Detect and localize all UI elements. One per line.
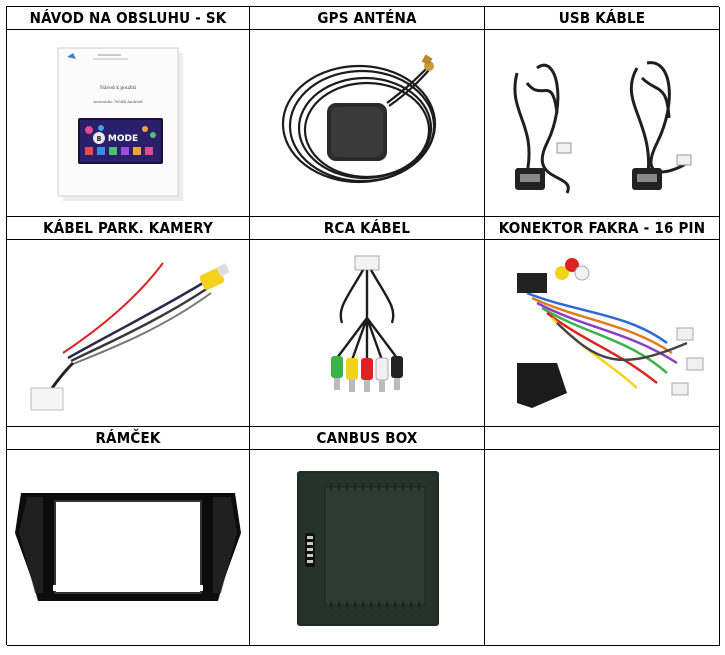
usb-cables-image [513, 61, 692, 194]
header-camera-cable: KÁBEL PARK. KAMERY [7, 217, 250, 240]
empty-cell [485, 450, 720, 646]
manual-subtitle-text: Autorádio 7658B Android [92, 99, 143, 104]
camera-cable-image-cell [7, 240, 250, 427]
header-frame: RÁMČEK [7, 427, 250, 450]
gps-antenna-image-cell [250, 30, 485, 217]
rca-cable-image [331, 255, 403, 392]
header-usb-cables: USB KÁBLE [485, 7, 720, 30]
rca-cable-image-cell [250, 240, 485, 427]
gps-antenna-image [281, 54, 437, 184]
header-manual: NÁVOD NA OBSLUHU - SK [7, 7, 250, 30]
accessories-table: NÁVOD NA OBSLUHU - SK GPS ANTÉNA USB KÁB… [6, 6, 720, 646]
canbus-box-image-cell [250, 450, 485, 646]
canbus-box-image [297, 470, 439, 626]
screen-logo-text: MODE [108, 134, 138, 144]
camera-cable-image [30, 262, 230, 411]
header-fakra-connector: KONEKTOR FAKRA - 16 PIN [485, 217, 720, 240]
svg-text:B: B [97, 135, 102, 143]
manual-title-text: Návod k použití [100, 84, 136, 91]
header-rca-cable: RCA KÁBEL [250, 217, 485, 240]
header-empty [485, 427, 720, 450]
manual-booklet-image: Návod k použití Autorádio 7658B Android … [57, 47, 183, 201]
manual-image-cell: Návod k použití Autorádio 7658B Android … [7, 30, 250, 217]
header-canbus-box: CANBUS BOX [250, 427, 485, 450]
dash-frame-image [15, 492, 241, 601]
usb-cables-image-cell [485, 30, 720, 217]
fakra-connector-image-cell [485, 240, 720, 427]
frame-image-cell [7, 450, 250, 646]
header-gps-antenna: GPS ANTÉNA [250, 7, 485, 30]
fakra-connector-image [517, 258, 704, 408]
